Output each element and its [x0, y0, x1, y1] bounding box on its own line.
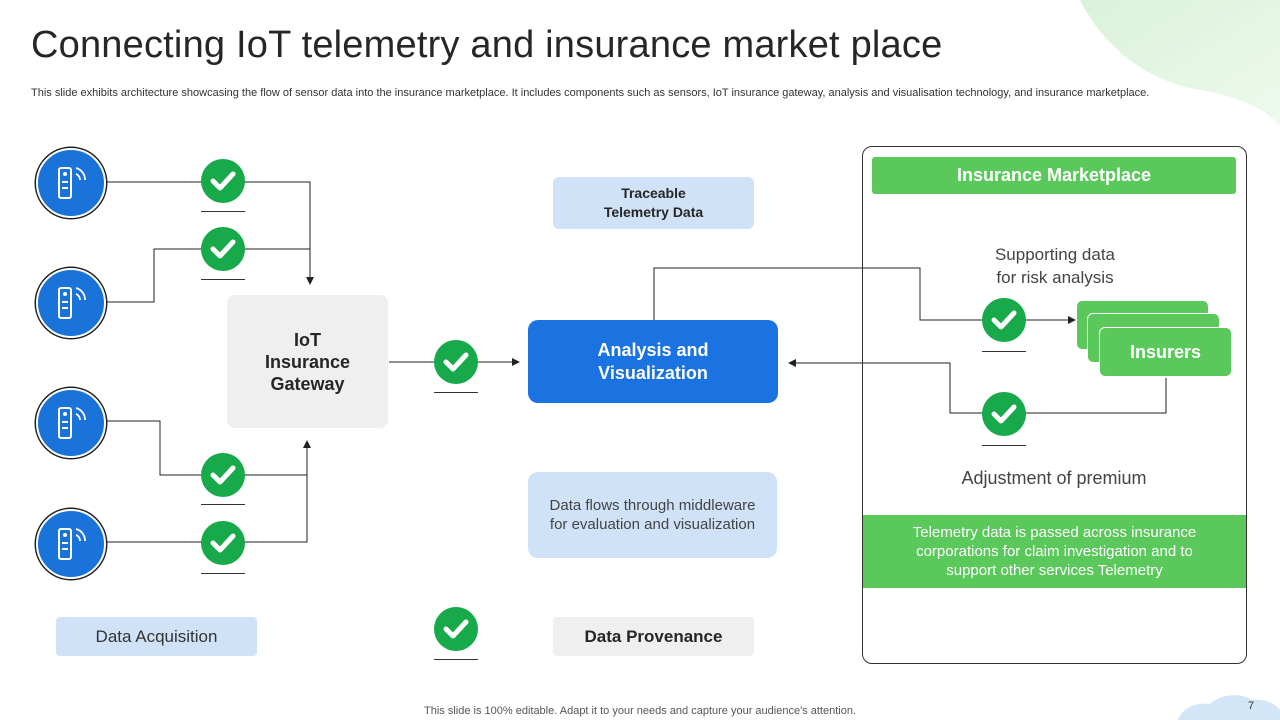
checkmark-underline — [982, 445, 1026, 446]
insurers-card: Insurers — [1099, 327, 1232, 377]
middleware-note-box: Data flows through middleware for evalua… — [528, 472, 777, 558]
decorative-corner-blob — [1080, 0, 1280, 125]
decorative-bottom-cloud — [1178, 695, 1280, 720]
data-acquisition-box: Data Acquisition — [56, 617, 257, 656]
checkmark-icon — [201, 453, 245, 497]
page-number: 7 — [1248, 700, 1255, 712]
checkmark-icon — [201, 521, 245, 565]
traceable-telemetry-box: Traceable Telemetry Data — [553, 177, 754, 229]
iot-gateway-box: IoT Insurance Gateway — [227, 295, 388, 428]
checkmark-underline — [201, 211, 245, 212]
checkmark-icon — [434, 607, 478, 651]
footer-note: This slide is 100% editable. Adapt it to… — [424, 705, 856, 717]
marketplace-header-label: Insurance Marketplace — [956, 165, 1152, 185]
checkmark-underline — [434, 659, 478, 660]
traceable-telemetry-label: Traceable Telemetry Data — [603, 185, 704, 220]
checkmark-icon — [982, 298, 1026, 342]
marketplace-info-text: Telemetry data is passed across insuranc… — [912, 524, 1197, 579]
checkmark-underline — [434, 392, 478, 393]
data-acquisition-label: Data Acquisition — [95, 626, 218, 646]
premium-adjustment-label: Adjustment of premium — [961, 468, 1147, 488]
checkmark-icon — [201, 159, 245, 203]
analysis-box: Analysis and Visualization — [528, 320, 778, 403]
sensor-icon — [36, 509, 106, 579]
middleware-note-label: Data flows through middleware for evalua… — [549, 497, 756, 533]
sensor-icon — [36, 268, 106, 338]
checkmark-icon — [982, 392, 1026, 436]
data-provenance-box: Data Provenance — [553, 617, 754, 656]
checkmark-underline — [201, 279, 245, 280]
analysis-label: Analysis and Visualization — [597, 339, 709, 383]
sensor-icon — [36, 388, 106, 458]
marketplace-header: Insurance Marketplace — [872, 157, 1236, 194]
data-provenance-label: Data Provenance — [584, 626, 723, 646]
checkmark-underline — [201, 573, 245, 574]
page-subtitle: This slide exhibits architecture showcas… — [31, 87, 1150, 99]
insurance-marketplace-panel — [862, 146, 1247, 664]
supporting-data-label: Supporting data for risk analysis — [994, 245, 1116, 287]
marketplace-info-bar: Telemetry data is passed across insuranc… — [863, 515, 1246, 588]
page-title: Connecting IoT telemetry and insurance m… — [31, 24, 943, 66]
insurers-label: Insurers — [1129, 341, 1202, 362]
checkmark-underline — [201, 504, 245, 505]
checkmark-icon — [201, 227, 245, 271]
checkmark-icon — [434, 340, 478, 384]
checkmark-underline — [982, 351, 1026, 352]
sensor-icon — [36, 148, 106, 218]
iot-gateway-label: IoT Insurance Gateway — [264, 329, 351, 394]
